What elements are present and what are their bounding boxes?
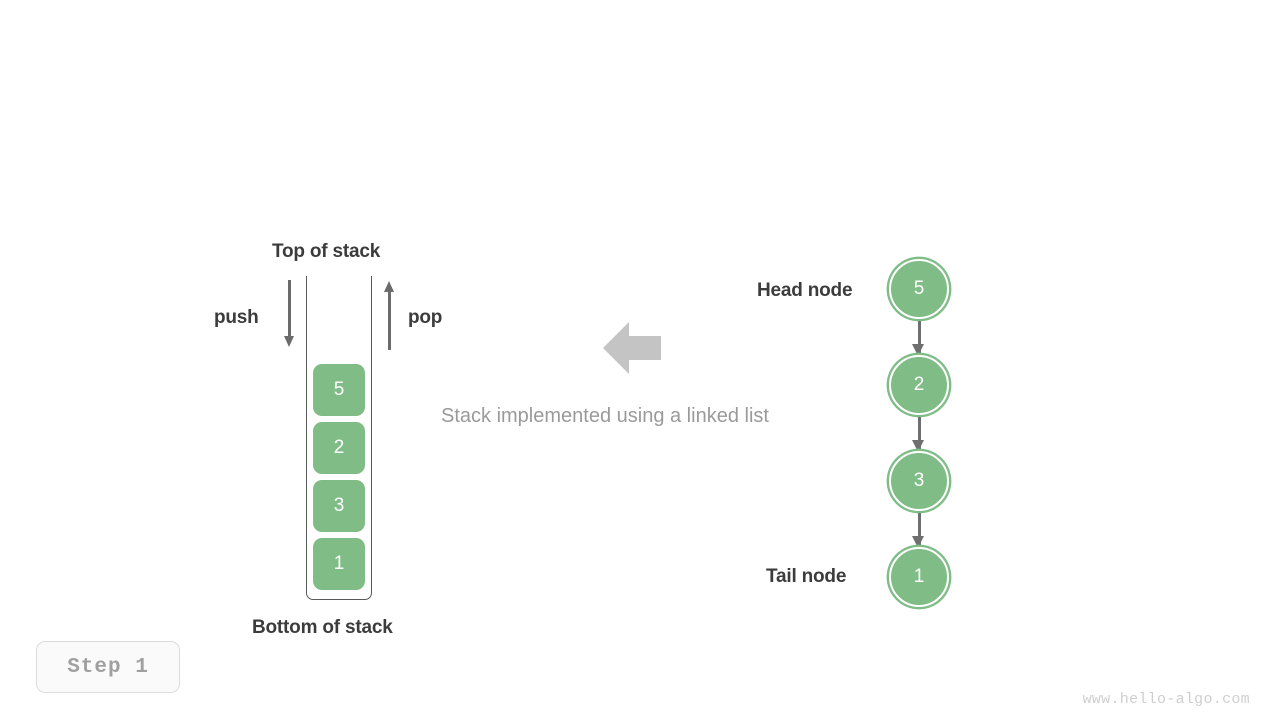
linked-list-node[interactable]: 2 bbox=[889, 355, 949, 415]
stack-top-label: Top of stack bbox=[272, 241, 381, 262]
linked-list-node[interactable]: 1 bbox=[889, 547, 949, 607]
arrow-down-icon bbox=[283, 336, 294, 347]
head-node-label: Head node bbox=[757, 280, 853, 301]
push-arrow-shaft bbox=[288, 280, 291, 338]
arrow-left-block-icon bbox=[603, 322, 661, 374]
stack-diagram: Top of stack push pop 5 2 3 1 Bottom of … bbox=[0, 0, 520, 720]
stack-bottom-label: Bottom of stack bbox=[252, 617, 393, 638]
stack-item[interactable]: 5 bbox=[313, 364, 365, 416]
pop-label: pop bbox=[408, 307, 443, 328]
stack-item-list: 5 2 3 1 bbox=[313, 364, 365, 590]
stack-item[interactable]: 1 bbox=[313, 538, 365, 590]
diagram-caption: Stack implemented using a linked list bbox=[441, 405, 769, 427]
linked-list-link-shaft bbox=[918, 417, 921, 451]
step-badge: Step 1 bbox=[36, 641, 180, 693]
linked-list-node[interactable]: 5 bbox=[889, 259, 949, 319]
stack-container bbox=[306, 276, 372, 600]
watermark: www.hello-algo.com bbox=[1082, 691, 1250, 708]
push-label: push bbox=[214, 307, 259, 328]
arrow-down-icon bbox=[912, 344, 924, 356]
stack-item[interactable]: 3 bbox=[313, 480, 365, 532]
stack-item[interactable]: 2 bbox=[313, 422, 365, 474]
arrow-down-icon bbox=[912, 440, 924, 452]
arrow-up-icon bbox=[383, 281, 394, 292]
pop-arrow-shaft bbox=[388, 292, 391, 350]
arrow-down-icon bbox=[912, 536, 924, 548]
linked-list-node[interactable]: 3 bbox=[889, 451, 949, 511]
linked-list-link-shaft bbox=[918, 321, 921, 355]
tail-node-label: Tail node bbox=[766, 566, 847, 587]
linked-list-link-shaft bbox=[918, 513, 921, 547]
